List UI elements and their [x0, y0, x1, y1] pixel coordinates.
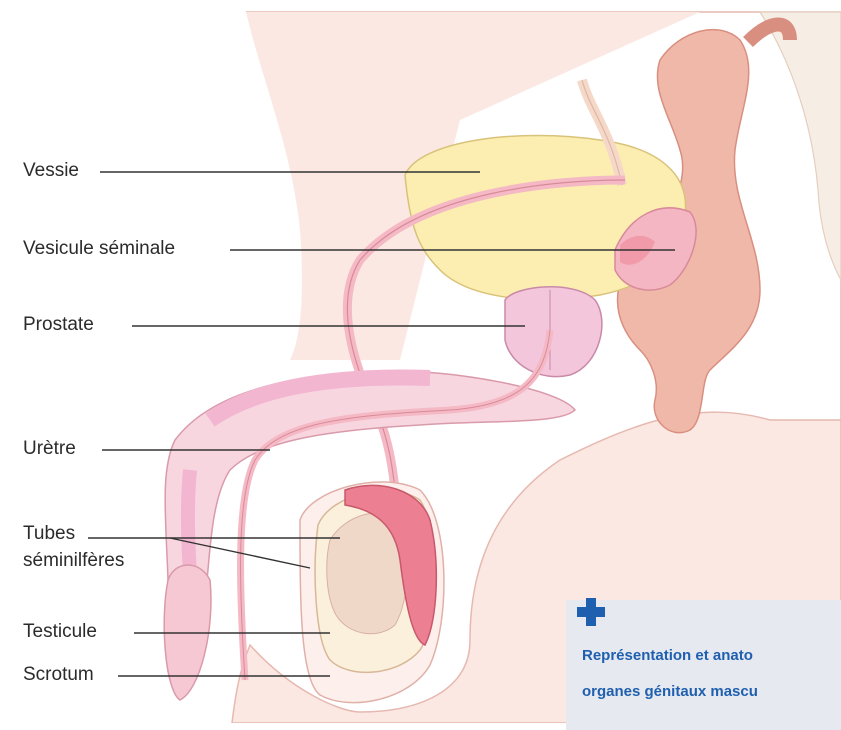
label-uretre: Urètre [23, 438, 76, 460]
label-vessie: Vessie [23, 160, 79, 182]
caption-line-1[interactable]: Représentation et anato [582, 647, 841, 664]
caption-card[interactable] [566, 600, 841, 730]
label-seminiferes: séminilfères [23, 550, 124, 572]
prostate [505, 287, 602, 377]
label-prostate: Prostate [23, 314, 94, 336]
label-testicule: Testicule [23, 621, 97, 643]
label-scrotum: Scrotum [23, 664, 94, 686]
label-tubes: Tubes [23, 523, 75, 545]
plus-icon[interactable] [575, 596, 607, 628]
caption-line-2[interactable]: organes génitaux mascu [582, 683, 841, 700]
label-vesicule-seminale: Vesicule séminale [23, 238, 175, 260]
